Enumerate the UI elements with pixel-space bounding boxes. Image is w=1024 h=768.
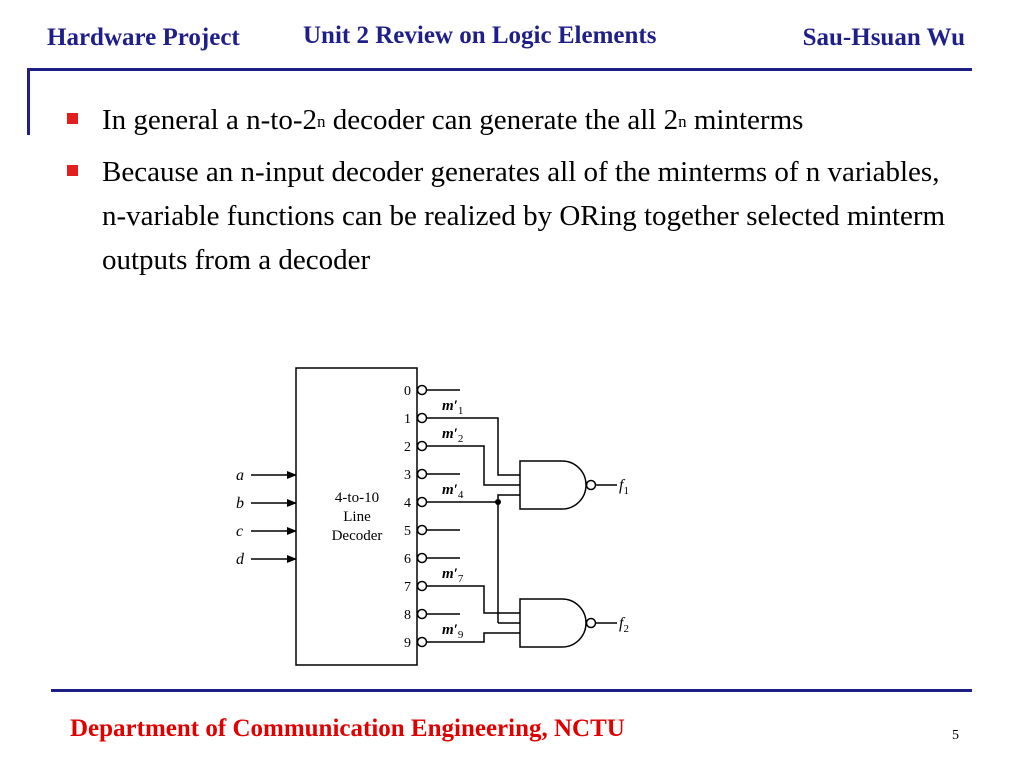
output-bubble-9 [416, 636, 428, 648]
bullet-1-text-b: decoder can generate the all 2 [325, 104, 679, 136]
bullet-marker [67, 113, 78, 124]
footer-rule [51, 689, 972, 692]
output-number-0: 0 [404, 384, 411, 399]
nand-bubble-f1 [585, 479, 597, 491]
decoder-label-line3: Decoder [332, 528, 383, 544]
output-bubble-1 [416, 412, 428, 424]
output-number-4: 4 [404, 496, 411, 511]
input-label-b: b [236, 495, 244, 512]
minterm-label-m4: m′4 [442, 482, 464, 501]
bullet-item-1: In general a n-to-2n decoder can generat… [62, 98, 962, 142]
output-bubble-0 [416, 384, 428, 396]
function-label-f1: f1 [619, 477, 629, 497]
minterm-label-m9: m′9 [442, 622, 464, 641]
function-label-f2: f2 [619, 615, 629, 635]
input-label-a: a [236, 467, 244, 484]
header-center-title: Unit 2 Review on Logic Elements [303, 22, 657, 49]
decoder-box [295, 367, 418, 666]
bullet-1-text-a: In general a n-to-2 [102, 104, 317, 136]
output-bubble-8 [416, 608, 428, 620]
header-left-rule [27, 68, 30, 135]
output-number-5: 5 [404, 524, 411, 539]
output-number-9: 9 [404, 636, 411, 651]
wire-m9 [427, 632, 520, 643]
header-rule [27, 68, 972, 71]
wire-m4-f1 [427, 494, 520, 503]
nand-bubble-f2 [585, 617, 597, 629]
bullet-1-text-c: minterms [686, 104, 804, 136]
minterm-label-m2: m′2 [442, 426, 463, 445]
output-bubble-5 [416, 524, 428, 536]
minterm-label-m7: m′7 [442, 566, 464, 585]
minterm-label-m1: m′1 [442, 398, 463, 417]
output-number-2: 2 [404, 440, 411, 455]
output-bubble-7 [416, 580, 428, 592]
bullet-marker [67, 165, 78, 176]
header-left-title: Hardware Project [47, 24, 240, 51]
bullet-list: In general a n-to-2n decoder can generat… [62, 98, 962, 290]
decoder-label-line2: Line [343, 509, 371, 525]
bullet-1-sup-a: n [316, 112, 326, 131]
decoder-circuit-diagram: 4-to-10 Line Decoder a b c d 0 1 2 3 4 5… [236, 367, 629, 666]
decoder-label-line1: 4-to-10 [335, 490, 379, 506]
output-number-7: 7 [404, 580, 411, 595]
header-right-author: Sau-Hsuan Wu [802, 24, 965, 51]
nand-gate-f2 [519, 598, 587, 648]
output-bubble-6 [416, 552, 428, 564]
wire-m7 [427, 585, 520, 614]
input-label-d: d [236, 551, 245, 568]
output-bubble-2 [416, 440, 428, 452]
junction-dot [495, 499, 501, 505]
bullet-item-2: Because an n-input decoder generates all… [62, 150, 962, 282]
input-label-c: c [236, 523, 243, 540]
output-number-1: 1 [404, 412, 411, 427]
bullet-2-text: Because an n-input decoder generates all… [102, 156, 946, 276]
output-number-6: 6 [404, 552, 411, 567]
output-bubble-4 [416, 496, 428, 508]
nand-gate-f1 [519, 460, 587, 510]
output-number-3: 3 [404, 468, 411, 483]
wire-m1 [427, 417, 520, 476]
output-bubble-3 [416, 468, 428, 480]
page-number: 5 [952, 728, 959, 743]
wire-m2 [427, 445, 520, 486]
bullet-1-sup-b: n [678, 112, 687, 131]
footer-department: Department of Communication Engineering,… [70, 715, 625, 742]
output-number-8: 8 [404, 608, 411, 623]
